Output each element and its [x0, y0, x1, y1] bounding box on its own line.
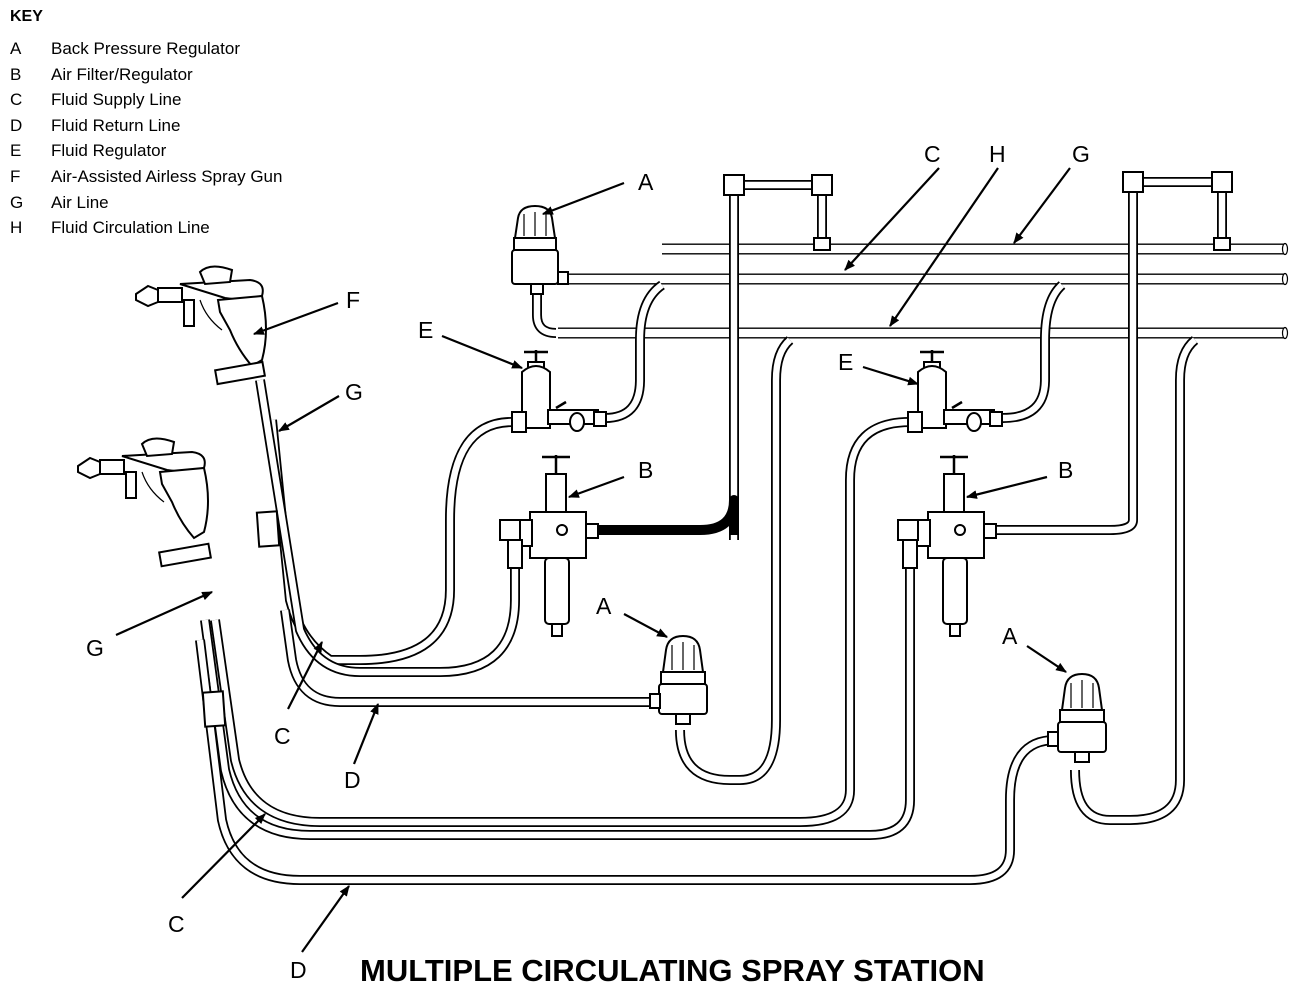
callout-b-left: B — [638, 457, 653, 483]
key-item-text: Air Line — [51, 192, 109, 212]
back-pressure-regulator-mid — [649, 634, 708, 725]
key-item-text: Fluid Circulation Line — [51, 218, 210, 238]
fluid-regulator-left — [511, 350, 607, 433]
air-filter-regulator-left — [499, 455, 599, 637]
callout-a-top: A — [638, 169, 654, 195]
spray-gun-lower — [77, 437, 212, 568]
hose-fittings — [201, 510, 281, 728]
key-title: KEY — [10, 8, 43, 25]
callout-leaders — [115, 167, 1071, 953]
back-pressure-regulator-top — [511, 204, 569, 295]
callout-a-mid: A — [596, 593, 612, 619]
callout-h-top: H — [989, 141, 1006, 167]
callout-c-top: C — [924, 141, 941, 167]
key-item-letter: H — [10, 218, 23, 238]
key-item: B Air Filter/Regulator — [10, 62, 370, 88]
key-item-text: Fluid Return Line — [51, 115, 181, 135]
air-tap-left — [723, 174, 833, 540]
key-item-text: Fluid Regulator — [51, 141, 167, 161]
key-item-text: Air Filter/Regulator — [51, 64, 193, 84]
callout-d-mid: D — [344, 767, 361, 793]
callout-g-upper: G — [345, 379, 363, 405]
key-item: F Air-Assisted Airless Spray Gun — [10, 164, 370, 190]
key-item-letter: C — [10, 90, 23, 110]
key-item-letter: D — [10, 115, 23, 135]
air-filter-regulator-right — [897, 455, 997, 637]
key-item: G Air Line — [10, 190, 370, 216]
callout-c-mid: C — [274, 723, 291, 749]
callout-d-low: D — [290, 957, 307, 983]
key-item-letter: F — [10, 166, 21, 186]
callout-e-left: E — [418, 317, 433, 343]
key-item-letter: A — [10, 39, 22, 58]
air-tap-right — [1122, 171, 1233, 520]
callout-f: F — [346, 287, 360, 313]
key-item: C Fluid Supply Line — [10, 87, 370, 113]
key-item: D Fluid Return Line — [10, 113, 370, 139]
key-item-letter: B — [10, 64, 22, 84]
callout-c-low: C — [168, 911, 185, 937]
back-pressure-regulator-right — [1047, 672, 1107, 763]
key-item-text: Back Pressure Regulator — [51, 39, 240, 58]
key-item: A Back Pressure Regulator — [10, 36, 370, 62]
fluid-circulation-pipe — [558, 326, 1289, 340]
key-item-text: Fluid Supply Line — [51, 90, 182, 110]
callout-g-top: G — [1072, 141, 1090, 167]
callout-a-right: A — [1002, 623, 1018, 649]
callout-g-lower: G — [86, 635, 104, 661]
callout-e-right: E — [838, 349, 853, 375]
air-line-pipe — [662, 242, 1289, 256]
key-item-letter: E — [10, 141, 22, 161]
key-item: E Fluid Regulator — [10, 138, 370, 164]
key-legend: KEY A Back Pressure Regulator B Air Filter… — [10, 8, 370, 241]
key-list: A Back Pressure Regulator B Air Filter/Reg… — [10, 36, 370, 241]
callout-b-right: B — [1058, 457, 1073, 483]
fluid-regulator-right — [907, 350, 1003, 433]
key-item: H Fluid Circulation Line — [10, 215, 370, 241]
spray-gun-upper — [135, 265, 267, 386]
callout-labels: A C H G F E E G B B A A G C D C D — [86, 141, 1090, 983]
key-item-letter: G — [10, 192, 24, 212]
diagram-caption: MULTIPLE CIRCULATING SPRAY STATION — [360, 953, 985, 988]
key-item-text: Air-Assisted Airless Spray Gun — [51, 166, 283, 186]
hose-network — [195, 280, 1199, 885]
